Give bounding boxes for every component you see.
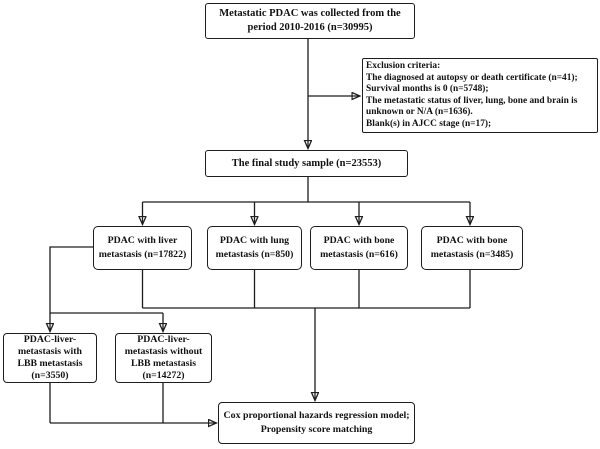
box-bone-metastasis-616: PDAC with bone metastasis (n=616) (310, 226, 408, 270)
box-bone-metastasis-3485: PDAC with bone metastasis (n=3485) (421, 226, 523, 270)
box-liver-metastasis: PDAC with liver metastasis (n=17822) (93, 226, 192, 270)
box-final-text: The final study sample (n=23553) (231, 158, 382, 169)
box-exclusion-criteria: Exclusion criteria: The diagnosed at aut… (362, 58, 598, 133)
box-collected-text: Metastatic PDAC was collected from the p… (219, 8, 401, 33)
box-bone1-text: PDAC with bone metastasis (n=616) (320, 234, 398, 260)
box-lbb-with-metastasis: PDAC-liver- metastasis with LBB metastas… (3, 333, 97, 383)
box-lung-metastasis: PDAC with lung metastasis (n=850) (207, 226, 302, 270)
box-liver-text: PDAC with liver metastasis (n=17822) (98, 234, 187, 260)
box-exclusion-text: Exclusion criteria: The diagnosed at aut… (366, 61, 578, 129)
box-lbb-with-text: PDAC-liver- metastasis with LBB metastas… (17, 334, 83, 381)
box-final-sample: The final study sample (n=23553) (205, 150, 408, 177)
box-cox-text: Cox proportional hazards regression mode… (223, 409, 410, 435)
connector-liver-left-branch (49, 246, 163, 314)
box-lbb-without-text: PDAC-liver- metastasis without LBB metas… (124, 334, 203, 381)
box-cox-model: Cox proportional hazards regression mode… (218, 402, 415, 444)
box-lung-text: PDAC with lung metastasis (n=850) (215, 234, 294, 260)
box-bone2-text: PDAC with bone metastasis (n=3485) (430, 234, 514, 260)
box-collected-cohort: Metastatic PDAC was collected from the p… (205, 3, 415, 39)
box-lbb-without-metastasis: PDAC-liver- metastasis without LBB metas… (115, 333, 212, 383)
